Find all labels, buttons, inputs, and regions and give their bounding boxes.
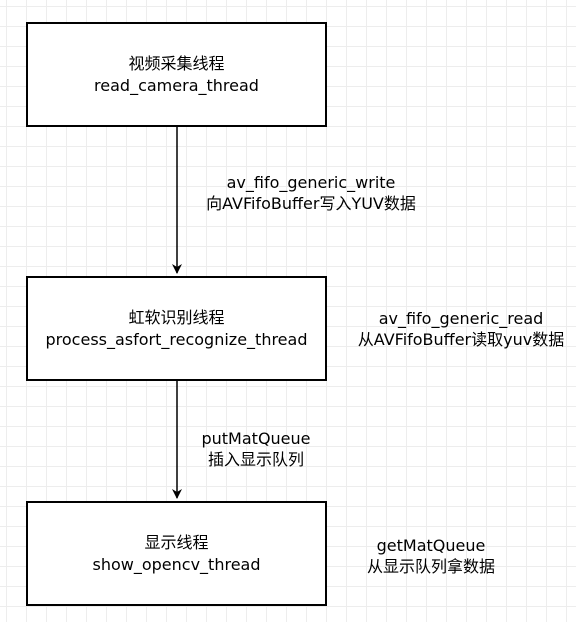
node-identifier: read_camera_thread (94, 75, 259, 95)
edge-label-fifo-write: av_fifo_generic_write 向AVFifoBuffer写入YUV… (196, 172, 426, 214)
edge-label-get-queue: getMatQueue 从显示队列拿数据 (346, 535, 516, 577)
edge-label-function: av_fifo_generic_read (378, 309, 544, 328)
edge-label-description: 从显示队列拿数据 (366, 557, 495, 576)
edge-label-function: putMatQueue (201, 429, 311, 448)
node-identifier: process_asfort_recognize_thread (45, 329, 308, 349)
node-video-capture-thread: 视频采集线程 read_camera_thread (26, 22, 327, 127)
node-display-thread: 显示线程 show_opencv_thread (26, 501, 327, 606)
node-recognize-thread: 虹软识别线程 process_asfort_recognize_thread (26, 276, 327, 381)
edge-label-fifo-read: av_fifo_generic_read 从AVFifoBuffer读取yuv数… (346, 308, 576, 350)
edge-label-description: 从AVFifoBuffer读取yuv数据 (357, 330, 565, 349)
node-title: 视频采集线程 (128, 53, 225, 73)
edge-label-description: 向AVFifoBuffer写入YUV数据 (206, 194, 416, 213)
edge-label-put-queue: putMatQueue 插入显示队列 (186, 428, 326, 470)
node-title: 虹软识别线程 (128, 307, 225, 327)
node-title: 显示线程 (144, 532, 209, 552)
edge-label-description: 插入显示队列 (207, 450, 304, 469)
node-identifier: show_opencv_thread (92, 554, 261, 574)
edge-label-function: av_fifo_generic_write (226, 173, 396, 192)
edge-label-function: getMatQueue (376, 536, 486, 555)
